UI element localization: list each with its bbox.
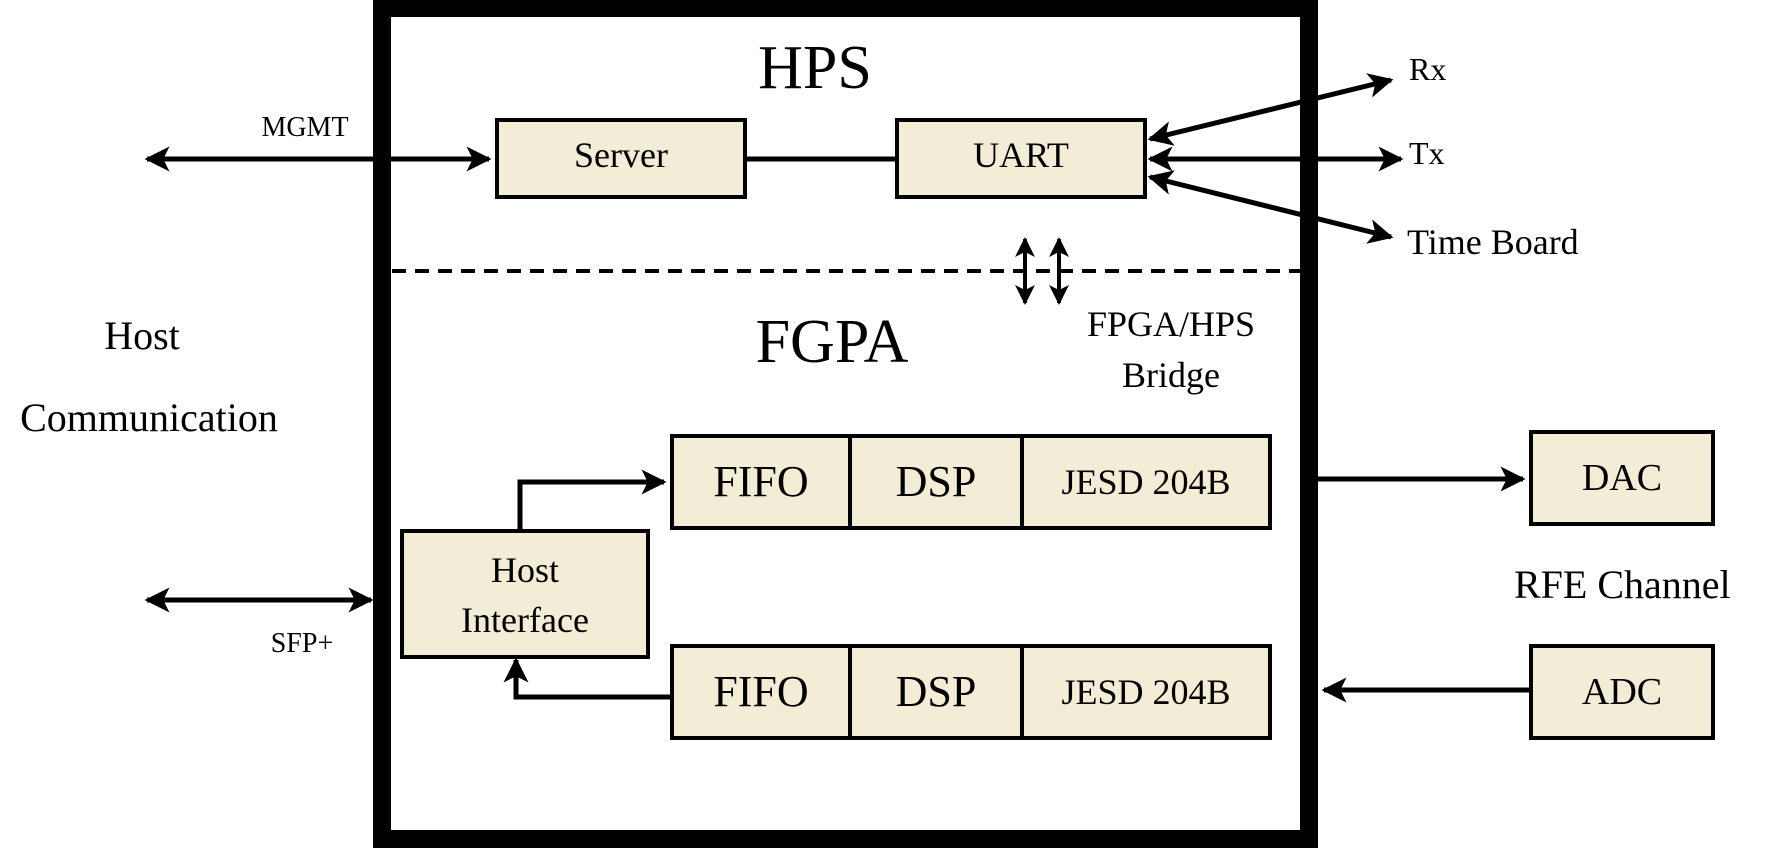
tx-fifo-label: FIFO xyxy=(713,457,808,506)
uart-label: UART xyxy=(973,135,1069,175)
rx-fifo-block xyxy=(670,644,852,740)
rfe-channel-label: RFE Channel xyxy=(1514,562,1731,607)
rx-dsp-block xyxy=(848,644,1024,740)
chip-boundary xyxy=(373,0,1318,848)
rx-jesd-label: JESD 204B xyxy=(1061,672,1230,712)
hps-title: HPS xyxy=(758,34,872,102)
time-board-label: Time Board xyxy=(1407,222,1579,262)
host-interface-line2: Interface xyxy=(461,600,589,640)
time-board-arrow xyxy=(1147,170,1394,244)
rx-label: Rx xyxy=(1409,51,1446,87)
mgmt-label: MGMT xyxy=(261,112,348,143)
dac-label: DAC xyxy=(1582,457,1662,499)
sfp-label: SFP+ xyxy=(271,628,334,659)
rx-jesd-block xyxy=(1020,644,1272,740)
adc-block xyxy=(1529,644,1715,740)
tx-dsp-block xyxy=(848,434,1024,530)
fpga-title: FGPA xyxy=(756,308,909,376)
dac-block xyxy=(1529,430,1715,526)
tx-fifo-block xyxy=(670,434,852,530)
rx-fifo-to-host-arrow xyxy=(503,657,672,700)
uart-block xyxy=(895,118,1147,199)
host-interface-block xyxy=(400,529,650,659)
server-label: Server xyxy=(574,135,668,175)
tx-jesd-label: JESD 204B xyxy=(1061,462,1230,502)
tx-label: Tx xyxy=(1409,135,1445,171)
host-communication-line2: Communication xyxy=(20,395,278,440)
host-to-tx-fifo-arrow xyxy=(517,469,667,531)
rx-dsp-label: DSP xyxy=(896,667,977,716)
bridge-label-line2: Bridge xyxy=(1122,355,1220,395)
bridge-label-line1: FPGA/HPS xyxy=(1087,304,1255,344)
rx-fifo-label: FIFO xyxy=(713,667,808,716)
tx-dsp-label: DSP xyxy=(896,457,977,506)
rx-arrow xyxy=(1147,73,1394,146)
host-interface-line1: Host xyxy=(491,550,559,590)
host-communication-line1: Host xyxy=(104,313,180,358)
tx-jesd-block xyxy=(1020,434,1272,530)
adc-label: ADC xyxy=(1582,671,1662,713)
